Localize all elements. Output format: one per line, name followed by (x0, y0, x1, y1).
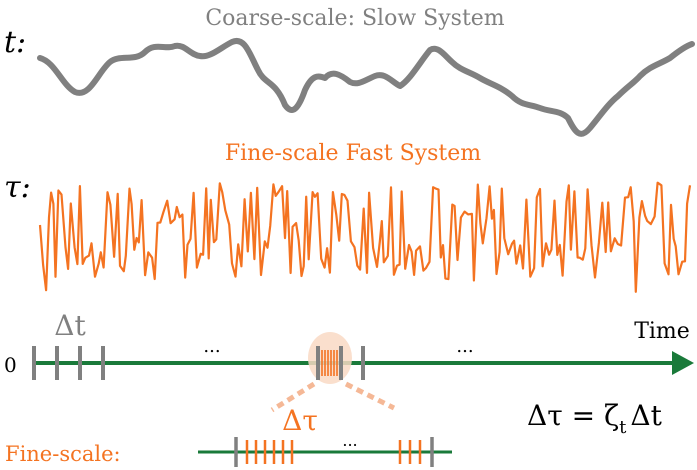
delta-t-label: Δt (54, 309, 86, 342)
zoom-line-right (344, 381, 396, 411)
time-axis-arrowhead (672, 351, 694, 375)
slow-signal-curve (37, 37, 695, 137)
fine-scale-label: Fine-scale: (5, 442, 121, 466)
fast-signal-curve (38, 181, 692, 293)
time-axis-label: Time (634, 319, 690, 344)
tau-label: τ: (4, 170, 31, 205)
delta-tau-label: Δτ (282, 404, 318, 437)
ellipsis-fine: ... (342, 431, 357, 450)
ellipsis-right: ... (456, 336, 473, 357)
zoom-line-left (270, 381, 316, 413)
slow-system-title: Coarse-scale: Slow System (205, 6, 504, 31)
ellipsis-left: ... (203, 336, 220, 357)
fine-scale-bounds (234, 437, 434, 467)
origin-label: 0 (4, 353, 17, 377)
fine-scale-ticks (245, 440, 422, 464)
fine-ticks-zoomed (321, 350, 338, 376)
zoom-highlight (308, 332, 352, 384)
fast-system-title: Fine-scale Fast System (225, 141, 481, 166)
coarse-ticks (32, 346, 365, 380)
t-label: t: (4, 25, 26, 60)
